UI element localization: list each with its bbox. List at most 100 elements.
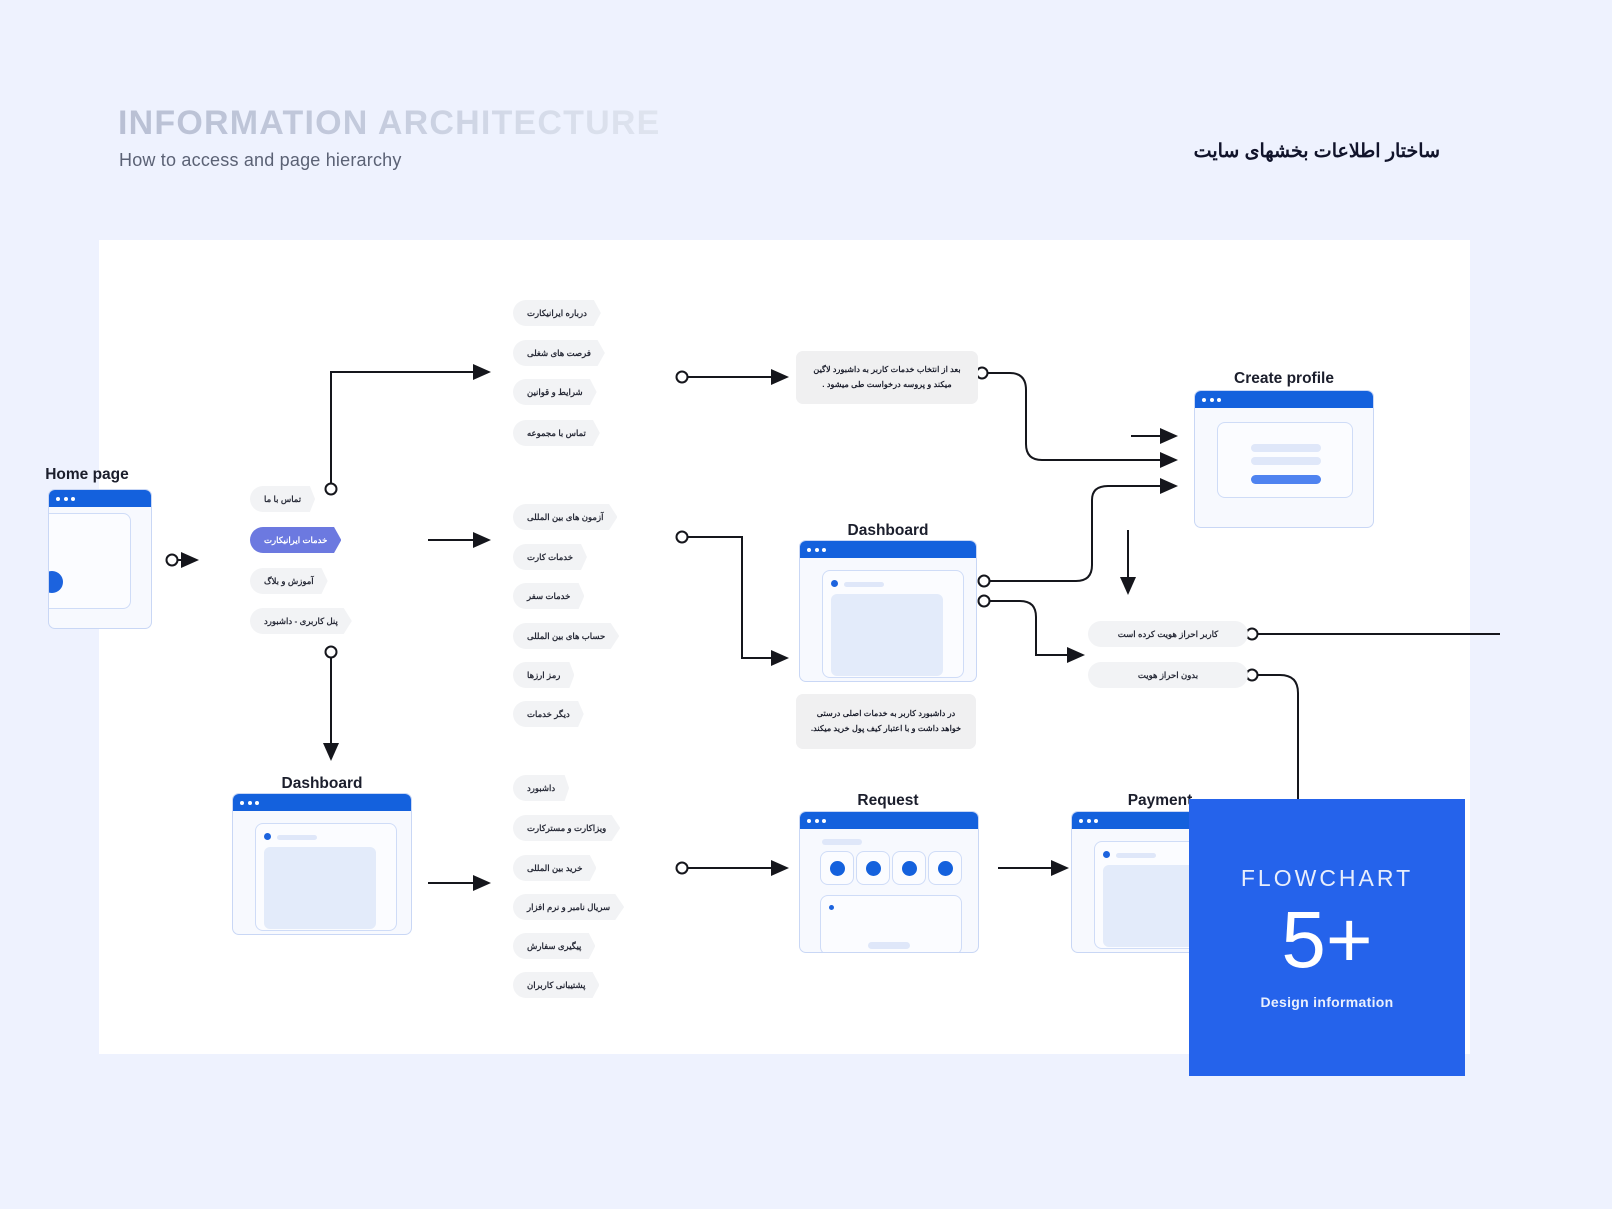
menu-item-label: داشبورد <box>527 782 556 793</box>
about-item-jobs[interactable]: فرصت های شغلی <box>513 340 605 366</box>
dashboard-title-bar <box>277 835 317 840</box>
request-option-2[interactable] <box>856 851 890 885</box>
menu-item-label: خدمات ایرانیکارت <box>264 534 328 545</box>
home-window-titlebar <box>49 490 151 507</box>
page-subtitle: How to access and page hierarchy <box>119 150 402 170</box>
auth-state-label: کاربر احراز هویت کرده است <box>1117 628 1219 639</box>
create-profile-window[interactable] <box>1194 390 1374 528</box>
window-titlebar <box>800 812 978 829</box>
window-titlebar <box>1195 391 1373 408</box>
auth-state-verified[interactable]: کاربر احراز هویت کرده است <box>1088 621 1248 647</box>
menu-item-label: پشتیبانی کاربران <box>527 979 586 990</box>
home-window-body <box>49 507 151 628</box>
menu-item-label: تماس با مجموعه <box>527 427 586 438</box>
menu-item-label: خدمات کارت <box>527 551 573 562</box>
window-dot-icon <box>807 818 811 823</box>
about-item-about[interactable]: درباره ایرانیکارت <box>513 300 601 326</box>
payment-title: Payment <box>1127 792 1193 809</box>
payment-bullet-icon <box>1103 851 1110 858</box>
badge-number: 5+ <box>1281 895 1373 984</box>
window-dot-icon <box>814 818 819 823</box>
panel-item-cards[interactable]: ویزاکارت و مسترکارت <box>513 815 621 841</box>
window-dot-icon <box>1094 818 1098 823</box>
dashboard-center-title: Dashboard <box>847 522 929 539</box>
dashboard-left-title: Dashboard <box>281 775 363 792</box>
request-heading-bar <box>822 839 862 845</box>
panel-item-support[interactable]: پشتیبانی کاربران <box>513 972 600 998</box>
menu-item-user-panel[interactable]: پنل کاربری - داشبورد <box>250 608 352 634</box>
dashboard-content-panel <box>264 847 376 929</box>
service-item-card[interactable]: خدمات کارت <box>513 544 587 570</box>
window-titlebar <box>800 541 976 558</box>
window-dot-icon <box>1217 397 1221 402</box>
home-accent-dot-icon <box>49 571 63 593</box>
menu-item-services[interactable]: خدمات ایرانیکارت <box>250 527 342 553</box>
menu-item-label: حساب های بین المللی <box>527 630 606 641</box>
window-dot-icon <box>1079 818 1083 823</box>
menu-item-label: پیگیری سفارش <box>527 940 582 951</box>
request-option-1[interactable] <box>820 851 854 885</box>
note-login-flow: بعد از انتخاب خدمات کاربر به داشبورد لاگ… <box>796 351 978 404</box>
panel-item-serial-software[interactable]: سریال نامبر و نرم افزار <box>513 894 625 920</box>
home-window[interactable] <box>48 489 152 629</box>
service-item-exams[interactable]: آزمون های بین المللی <box>513 504 618 530</box>
window-dot-icon <box>1202 397 1206 402</box>
service-item-travel[interactable]: خدمات سفر <box>513 583 585 609</box>
menu-item-contact[interactable]: تماس با ما <box>250 486 316 512</box>
menu-item-blog[interactable]: آموزش و بلاگ <box>250 568 328 594</box>
window-titlebar <box>233 794 411 811</box>
window-dot-icon <box>1086 818 1091 823</box>
create-profile-title: Create profile <box>1234 370 1334 387</box>
request-option-4[interactable] <box>928 851 962 885</box>
menu-item-label: خرید بین المللی <box>527 862 583 873</box>
profile-field-1 <box>1251 444 1321 452</box>
page-title-persian: ساختار اطلاعات بخشهای سایت <box>1193 141 1440 162</box>
menu-item-label: دیگر خدمات <box>527 708 570 719</box>
window-dot-icon <box>71 496 75 501</box>
profile-submit-button[interactable] <box>1251 475 1321 484</box>
window-dot-icon <box>240 800 244 805</box>
badge-kicker: FLOWCHART <box>1240 865 1414 891</box>
window-dot-icon <box>822 547 826 552</box>
window-dot-icon <box>807 547 811 552</box>
window-dot-icon <box>255 800 259 805</box>
dashboard-left-window[interactable] <box>232 793 412 935</box>
panel-item-order-tracking[interactable]: پیگیری سفارش <box>513 933 596 959</box>
auth-state-label: بدون احراز هویت <box>1137 669 1199 680</box>
window-body <box>1195 408 1373 527</box>
service-item-crypto[interactable]: رمز ارزها <box>513 662 575 688</box>
home-window-title: Home page <box>45 466 129 483</box>
request-title: Request <box>857 792 919 809</box>
dashboard-title-bar <box>844 582 884 587</box>
circle-icon <box>829 860 845 876</box>
flowchart-badge: FLOWCHART 5+ Design information <box>1189 799 1465 1076</box>
profile-field-2 <box>1251 457 1321 465</box>
home-inner-card <box>49 513 131 609</box>
circle-icon <box>937 860 953 876</box>
dashboard-bullet-icon <box>831 580 838 587</box>
window-dot-icon <box>1209 397 1214 402</box>
menu-item-label: خدمات سفر <box>527 590 571 601</box>
note-dashboard-wallet: در داشبورد کاربر به خدمات اصلی درستی خوا… <box>796 694 976 749</box>
circle-icon <box>865 860 881 876</box>
panel-item-dashboard[interactable]: داشبورد <box>513 775 570 801</box>
request-window[interactable] <box>799 811 979 953</box>
request-option-3[interactable] <box>892 851 926 885</box>
panel-item-international-purchase[interactable]: خرید بین المللی <box>513 855 597 881</box>
circle-icon <box>901 860 917 876</box>
auth-state-unverified[interactable]: بدون احراز هویت <box>1088 662 1248 688</box>
service-item-accounts[interactable]: حساب های بین المللی <box>513 623 620 649</box>
dashboard-content-panel <box>831 594 943 676</box>
window-dot-icon <box>56 496 60 501</box>
menu-item-label: پنل کاربری - داشبورد <box>264 615 338 626</box>
service-item-other[interactable]: دیگر خدمات <box>513 701 584 727</box>
menu-item-label: سریال نامبر و نرم افزار <box>527 901 611 912</box>
request-bullet-icon <box>829 905 834 910</box>
payment-title-bar <box>1116 853 1156 858</box>
about-item-terms[interactable]: شرایط و قوانین <box>513 379 597 405</box>
badge-subtitle: Design information <box>1260 994 1394 1010</box>
dashboard-center-window[interactable] <box>799 540 977 682</box>
menu-item-label: فرصت های شغلی <box>527 347 591 358</box>
about-item-contact-group[interactable]: تماس با مجموعه <box>513 420 600 446</box>
